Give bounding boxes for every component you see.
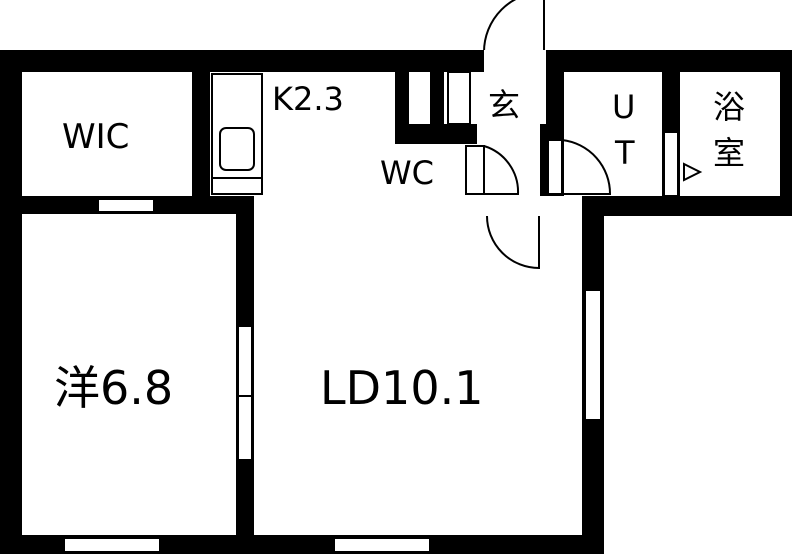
ut-door-arc xyxy=(561,139,612,195)
room-interiors xyxy=(22,72,780,535)
bath-door-triangle xyxy=(683,162,703,182)
bath-door-frame xyxy=(663,131,679,197)
wall-top xyxy=(0,50,484,72)
doors xyxy=(447,0,703,270)
entrance-door-gap xyxy=(484,50,546,72)
window-western-bottom xyxy=(63,537,161,553)
wall-right-bath xyxy=(780,50,792,215)
ld-interior xyxy=(254,196,582,535)
wc-label: WC xyxy=(380,154,434,192)
post-gap xyxy=(409,72,430,124)
wall-left xyxy=(0,50,22,554)
genkan-door-gap xyxy=(487,197,539,215)
ut-door-frame xyxy=(547,139,563,195)
wall-genkan-right xyxy=(540,124,548,216)
genkan-shoe-box xyxy=(447,71,471,125)
kitchen-label: K2.3 xyxy=(272,80,344,118)
ut-label-top: U xyxy=(612,88,635,126)
ut-interior xyxy=(564,72,662,196)
ld-upper-interior xyxy=(260,126,347,216)
bath-label-bottom: 室 xyxy=(713,134,745,172)
western-label: 洋6.8 xyxy=(54,361,173,415)
wic-label: WIC xyxy=(62,117,129,157)
sliding-panel-1 xyxy=(237,325,253,399)
western-interior xyxy=(22,214,236,535)
ld-label: LD10.1 xyxy=(320,361,483,415)
window-ld-right xyxy=(584,289,602,421)
window-ld-bottom xyxy=(333,537,431,553)
wic-interior xyxy=(22,72,192,196)
genkan-label: 玄 xyxy=(488,86,520,124)
windows xyxy=(63,198,602,553)
sliding-panel-2 xyxy=(237,395,253,461)
sliding-door-western xyxy=(237,325,253,461)
kitchen-fixtures xyxy=(211,73,263,195)
bath-label-top: 浴 xyxy=(713,88,745,126)
wall-wic-right xyxy=(192,50,210,214)
genkan-lower xyxy=(484,124,540,196)
wc-door-arc xyxy=(483,145,520,195)
window-wic xyxy=(97,198,155,213)
wc-door-frame xyxy=(465,145,485,195)
bath-interior xyxy=(680,72,780,196)
wc-interior xyxy=(367,144,477,196)
ut-label-bottom: T xyxy=(614,134,635,172)
wall-post-2 xyxy=(430,50,444,126)
wall-post-1 xyxy=(395,50,409,126)
genkan-door-arc xyxy=(486,215,540,270)
kitchen-sink xyxy=(219,127,255,171)
entrance-door-arc xyxy=(483,0,517,53)
